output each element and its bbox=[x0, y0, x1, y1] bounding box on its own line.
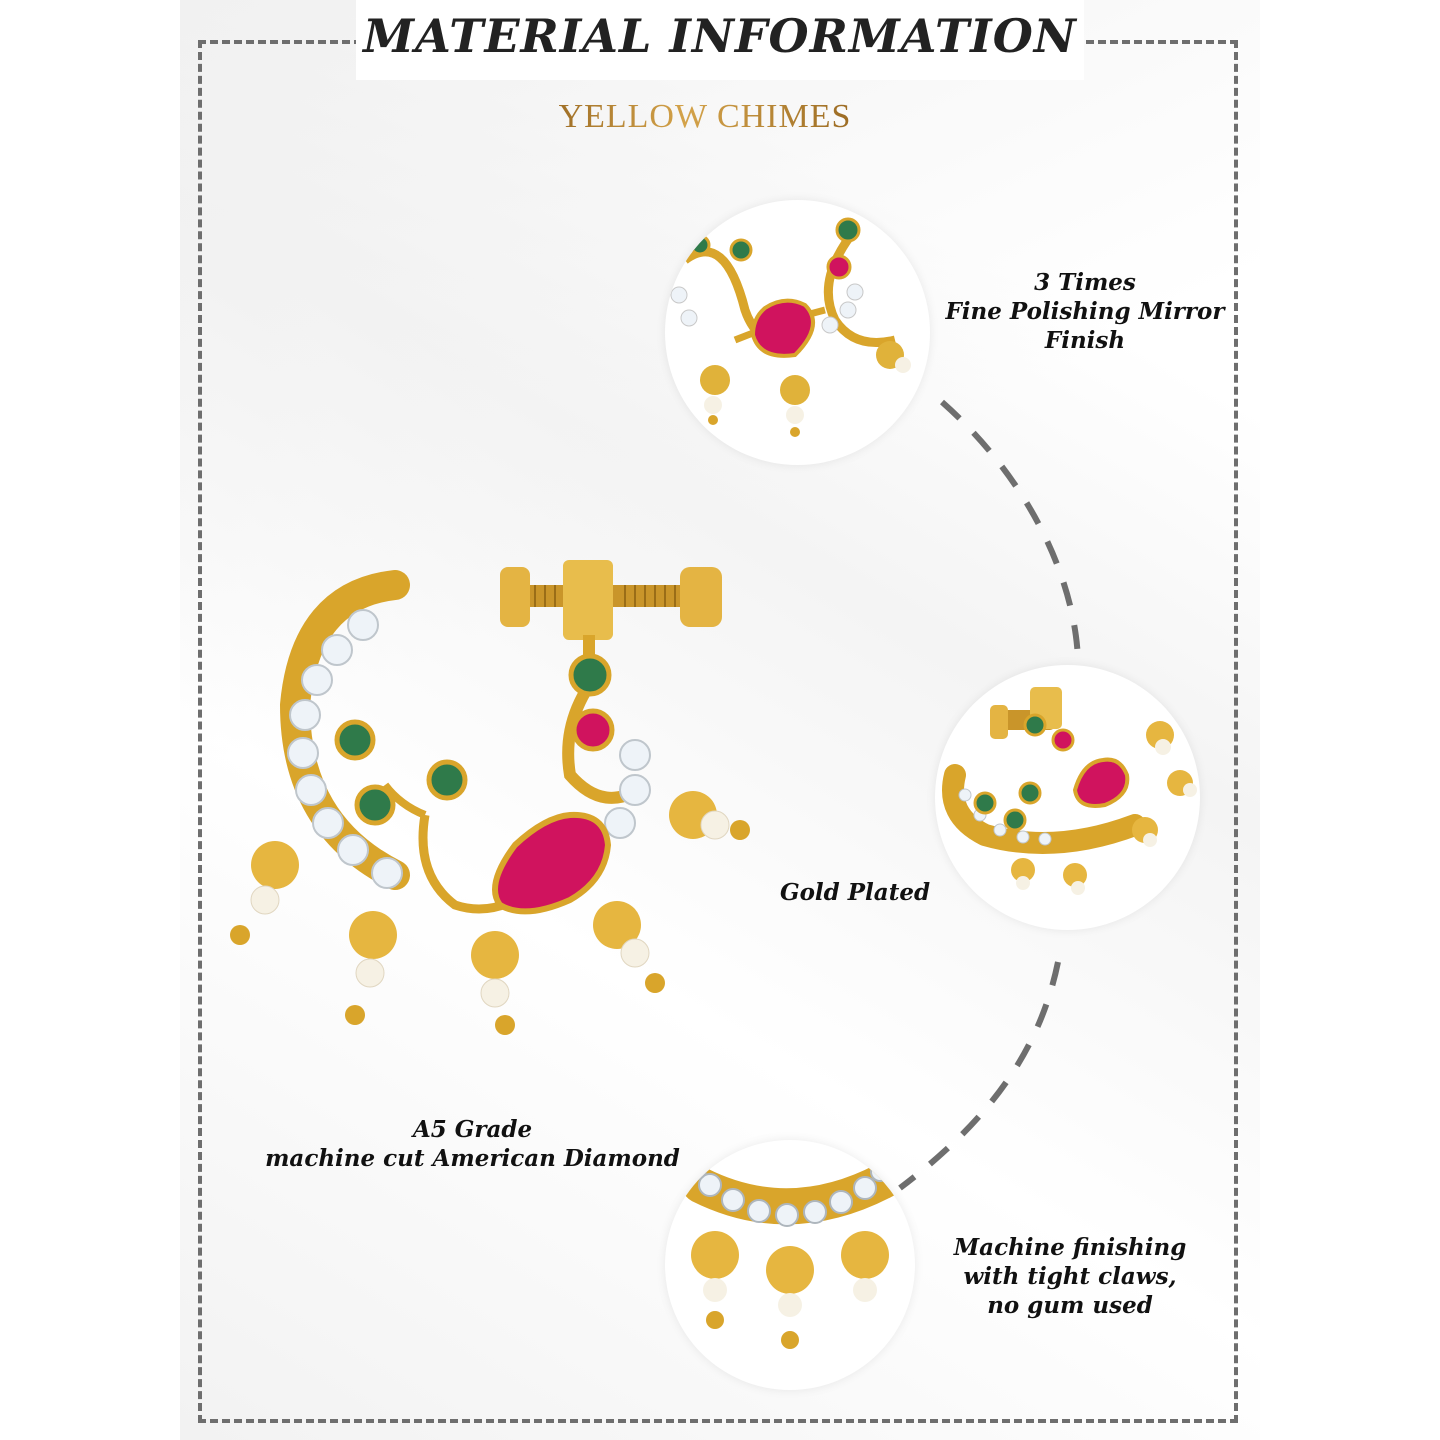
page-title: MATERIAL INFORMATION bbox=[363, 9, 1077, 63]
gold-plated-closeup-icon bbox=[942, 687, 1197, 895]
polish-line-2: Fine Polishing Mirror bbox=[945, 298, 1225, 325]
nose-ring-main-image bbox=[225, 555, 765, 1045]
brand-logo: YELLOW CHIMES bbox=[505, 98, 905, 136]
detail-circle-bottom bbox=[665, 1140, 915, 1390]
title-mask bbox=[356, 0, 1084, 80]
claws-feature-label: Machine finishing with tight claws, no g… bbox=[935, 1233, 1205, 1320]
stones-line-1: A5 Grade bbox=[412, 1116, 533, 1143]
polish-feature-label: 3 Times Fine Polishing Mirror Finish bbox=[935, 268, 1235, 355]
nose-ring-closeup-icon bbox=[670, 217, 911, 437]
nose-ring-icon bbox=[230, 560, 750, 1035]
plating-text: Gold Plated bbox=[779, 879, 931, 906]
claw-setting-closeup-icon bbox=[682, 1160, 903, 1349]
polish-line-3: Finish bbox=[1044, 327, 1126, 354]
stones-feature-label: A5 Grade machine cut American Diamond bbox=[245, 1115, 700, 1173]
claws-line-3: no gum used bbox=[987, 1292, 1153, 1319]
detail-circle-middle bbox=[935, 665, 1200, 930]
claws-line-1: Machine finishing bbox=[953, 1234, 1187, 1261]
claws-line-2: with tight claws, bbox=[963, 1263, 1177, 1290]
polish-line-1: 3 Times bbox=[1034, 269, 1136, 296]
plating-feature-label: Gold Plated bbox=[760, 878, 950, 907]
detail-circle-top bbox=[665, 200, 930, 465]
stones-line-2: machine cut American Diamond bbox=[265, 1145, 680, 1172]
